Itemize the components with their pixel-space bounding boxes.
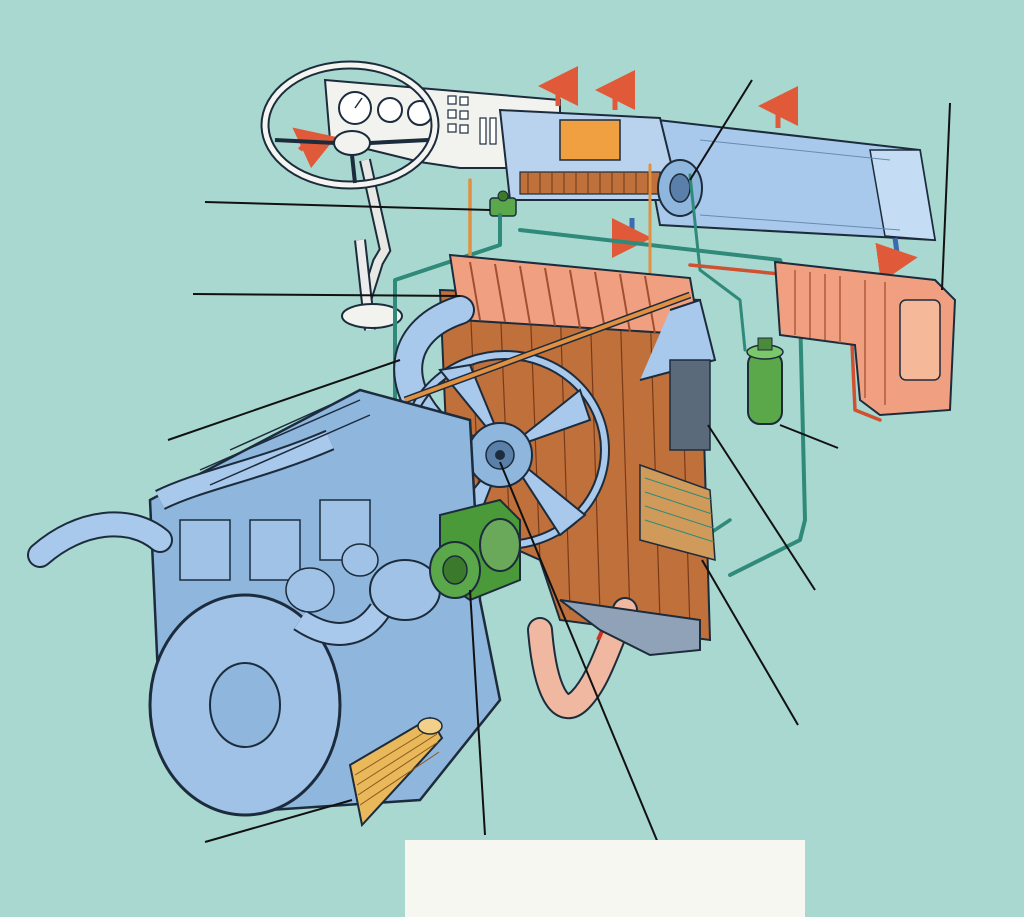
- callout-line: [192, 293, 461, 297]
- engine: [27, 388, 502, 817]
- dashboard: [323, 78, 561, 169]
- steering-column: [341, 158, 403, 331]
- callout-line: [204, 201, 491, 211]
- callout-line: [499, 461, 664, 856]
- oil-cooler: [348, 716, 444, 828]
- radiator-lower-tank: [559, 599, 701, 657]
- switch-panel: [447, 95, 497, 145]
- callout-line: [469, 589, 486, 836]
- condenser: [639, 463, 716, 561]
- water-valve: [489, 190, 517, 217]
- callout-line: [779, 424, 839, 449]
- callout-line: [204, 799, 353, 843]
- steering-wheel: [260, 60, 440, 190]
- blower: [657, 159, 703, 217]
- callout-line: [941, 102, 951, 291]
- callout-line: [707, 424, 816, 591]
- instrument-cluster: [338, 91, 433, 126]
- callout-line: [701, 559, 799, 726]
- pipe-bundle: [403, 291, 692, 404]
- heater-box: [498, 108, 703, 217]
- callout-line: [167, 359, 401, 441]
- heater-core: [559, 119, 621, 161]
- callout-line: [689, 79, 753, 181]
- compressor: [429, 498, 521, 602]
- callout-leaders: [167, 79, 951, 856]
- filter-dryer: [746, 337, 784, 425]
- label-patch: [405, 840, 805, 917]
- viscous-coupling: [467, 422, 533, 488]
